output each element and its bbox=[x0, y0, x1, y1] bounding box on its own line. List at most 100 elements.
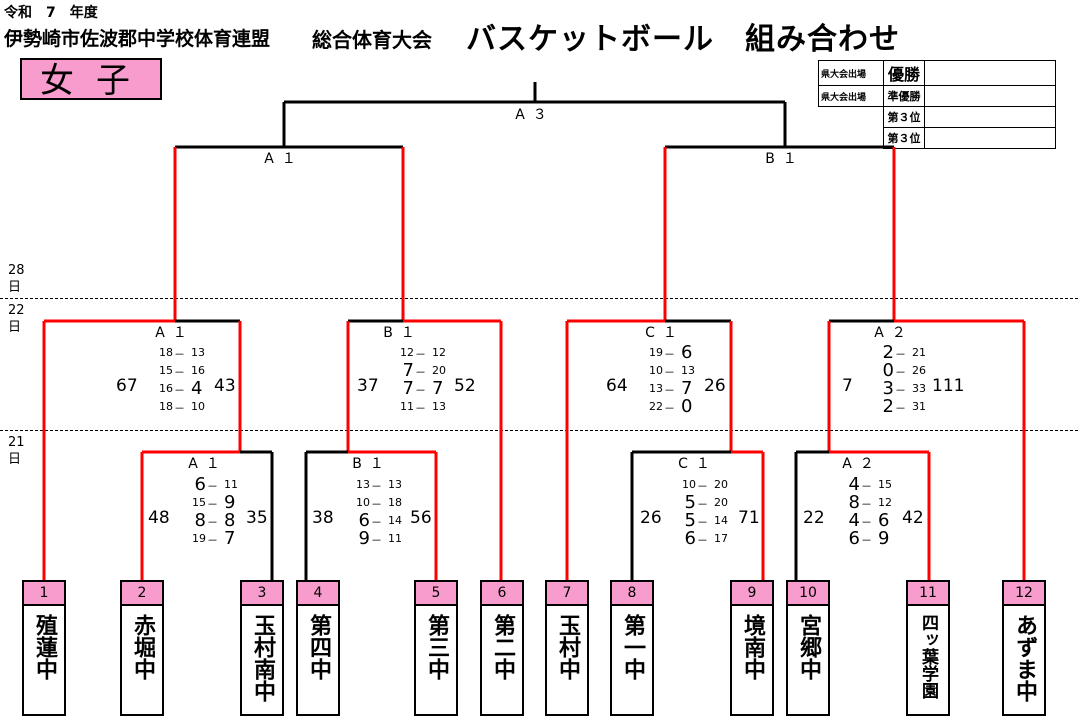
period-right-score: 20 bbox=[714, 496, 728, 509]
period-left-score: 7 bbox=[402, 378, 414, 399]
period-right-score: 7 bbox=[432, 378, 444, 399]
period-row: 0－26 bbox=[866, 360, 936, 381]
period-left-score: 4 bbox=[848, 474, 860, 495]
period-left-score: 6 bbox=[194, 474, 206, 495]
period-right-score: 15 bbox=[878, 478, 892, 491]
period-row: 2－21 bbox=[866, 342, 936, 363]
period-dash: － bbox=[697, 534, 708, 547]
team-number: 7 bbox=[547, 582, 587, 606]
period-dash: － bbox=[371, 498, 382, 511]
period-row: 18－13 bbox=[145, 344, 215, 362]
period-right-score: 14 bbox=[714, 514, 728, 527]
right-score: 35 bbox=[246, 508, 268, 528]
period-left-score: 4 bbox=[848, 510, 860, 531]
period-row: 11－13 bbox=[386, 398, 456, 416]
period-row: 13－13 bbox=[342, 476, 412, 494]
period-right-score: 9 bbox=[224, 492, 236, 513]
period-dash: － bbox=[415, 402, 426, 415]
team-box: 11 四ッ葉学園 bbox=[906, 580, 950, 716]
team-name: 四ッ葉学園 bbox=[918, 614, 938, 699]
period-right-score: 20 bbox=[714, 478, 728, 491]
period-row: 6－14 bbox=[342, 510, 412, 531]
left-score: 37 bbox=[357, 376, 379, 396]
period-row: 8－12 bbox=[832, 492, 902, 513]
results-table: 県大会出場 優勝 県大会出場 準優勝 第３位 第３位 bbox=[818, 60, 1056, 149]
period-right-score: 11 bbox=[388, 532, 402, 545]
period-dash: － bbox=[174, 384, 185, 397]
period-right-score: 10 bbox=[191, 400, 205, 413]
period-left-score: 9 bbox=[358, 528, 370, 549]
period-right-score: 7 bbox=[681, 378, 693, 399]
rank-label: 優勝 bbox=[883, 60, 925, 86]
period-right-score: 16 bbox=[191, 364, 205, 377]
period-left-score: 10 bbox=[649, 364, 663, 377]
period-dash: － bbox=[174, 402, 185, 415]
period-row: 4－6 bbox=[832, 510, 902, 531]
season-year: 令和 7 年度 bbox=[4, 5, 98, 21]
period-left-score: 5 bbox=[684, 510, 696, 531]
period-row: 6－11 bbox=[178, 474, 248, 495]
game-label: C１ bbox=[645, 325, 685, 341]
period-right-score: 12 bbox=[432, 346, 446, 359]
right-score: 71 bbox=[738, 508, 760, 528]
period-left-score: 7 bbox=[402, 360, 414, 381]
period-left-score: 0 bbox=[882, 360, 894, 381]
team-number: 2 bbox=[122, 582, 162, 606]
game-label: A２ bbox=[842, 456, 882, 472]
period-dash: － bbox=[861, 498, 872, 511]
period-dash: － bbox=[664, 402, 675, 415]
results-row: 第３位 bbox=[819, 127, 1056, 149]
day-divider bbox=[0, 298, 1078, 299]
results-row: 第３位 bbox=[819, 106, 1056, 128]
period-left-score: 15 bbox=[192, 496, 206, 509]
period-left-score: 5 bbox=[684, 492, 696, 513]
left-score: 48 bbox=[148, 508, 170, 528]
period-dash: － bbox=[174, 366, 185, 379]
period-right-score: 12 bbox=[878, 496, 892, 509]
period-right-score: 0 bbox=[681, 396, 693, 417]
page-title: バスケットボール 組み合わせ bbox=[466, 22, 900, 57]
period-left-score: 3 bbox=[882, 378, 894, 399]
semi-label: A１ bbox=[264, 151, 304, 167]
game-label: A１ bbox=[188, 456, 228, 472]
right-score: 43 bbox=[214, 376, 236, 396]
team-number: 11 bbox=[908, 582, 948, 606]
period-dash: － bbox=[371, 480, 382, 493]
period-dash: － bbox=[895, 384, 906, 397]
right-score: 56 bbox=[410, 508, 432, 528]
period-dash: － bbox=[371, 516, 382, 529]
period-dash: － bbox=[664, 348, 675, 361]
period-right-score: 8 bbox=[224, 510, 236, 531]
period-right-score: 33 bbox=[912, 382, 926, 395]
team-name: 宮郷中 bbox=[796, 614, 821, 680]
period-dash: － bbox=[895, 348, 906, 361]
period-dash: － bbox=[415, 384, 426, 397]
period-right-score: 9 bbox=[878, 528, 890, 549]
team-number: 6 bbox=[482, 582, 522, 606]
team-name: あずま中 bbox=[1012, 614, 1037, 702]
period-row: 5－14 bbox=[668, 510, 738, 531]
period-row: 7－7 bbox=[386, 378, 456, 399]
left-score: 67 bbox=[116, 376, 138, 396]
game-label: C１ bbox=[678, 456, 718, 472]
team-name: 玉村南中 bbox=[250, 614, 275, 702]
period-row: 2－31 bbox=[866, 396, 936, 417]
period-right-score: 11 bbox=[224, 478, 238, 491]
period-right-score: 13 bbox=[191, 346, 205, 359]
game-label: A２ bbox=[874, 325, 914, 341]
period-left-score: 2 bbox=[882, 396, 894, 417]
left-score: 22 bbox=[803, 508, 825, 528]
period-dash: － bbox=[371, 534, 382, 547]
period-left-score: 22 bbox=[649, 400, 663, 413]
organizer: 伊勢崎市佐波郡中学校体育連盟 bbox=[4, 28, 271, 50]
period-row: 19－6 bbox=[635, 342, 705, 363]
period-row: 22－ 0 bbox=[635, 396, 705, 417]
period-left-score: 16 bbox=[159, 382, 173, 395]
period-left-score: 6 bbox=[848, 528, 860, 549]
period-row: 16－4 bbox=[145, 378, 215, 399]
period-right-score: 17 bbox=[714, 532, 728, 545]
